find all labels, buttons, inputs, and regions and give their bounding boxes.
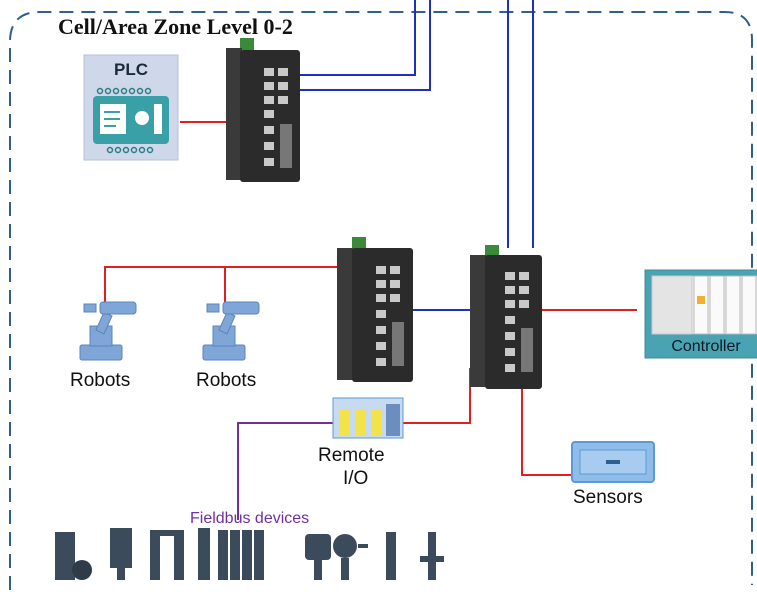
remote-io-icon [332, 397, 404, 439]
remote-io-label: Remote [318, 445, 385, 466]
switch-icon [470, 245, 542, 389]
zone-title: Cell/Area Zone Level 0-2 [58, 14, 293, 39]
fieldbus-link [237, 422, 333, 520]
sensor-icon [571, 441, 655, 483]
robot-arm-icon [202, 301, 260, 361]
sensors-label: Sensors [573, 487, 643, 508]
plc-label: PLC [114, 60, 148, 79]
controller-icon [644, 269, 757, 359]
remote-io-label: I/O [343, 468, 369, 489]
fieldbus-device-icon [55, 528, 444, 580]
robot-arm-icon [79, 301, 137, 361]
fieldbus-label: Fieldbus devices [190, 510, 310, 527]
switch-icon [337, 237, 413, 382]
switch-icon [226, 38, 300, 182]
controller-label: Controller [671, 338, 741, 355]
blue-uplinks [300, 0, 534, 311]
red-links [104, 121, 637, 476]
robots-label: Robots [196, 370, 257, 391]
zone-border [9, 11, 753, 590]
plc-icon [83, 54, 179, 161]
robots-label: Robots [70, 370, 131, 391]
